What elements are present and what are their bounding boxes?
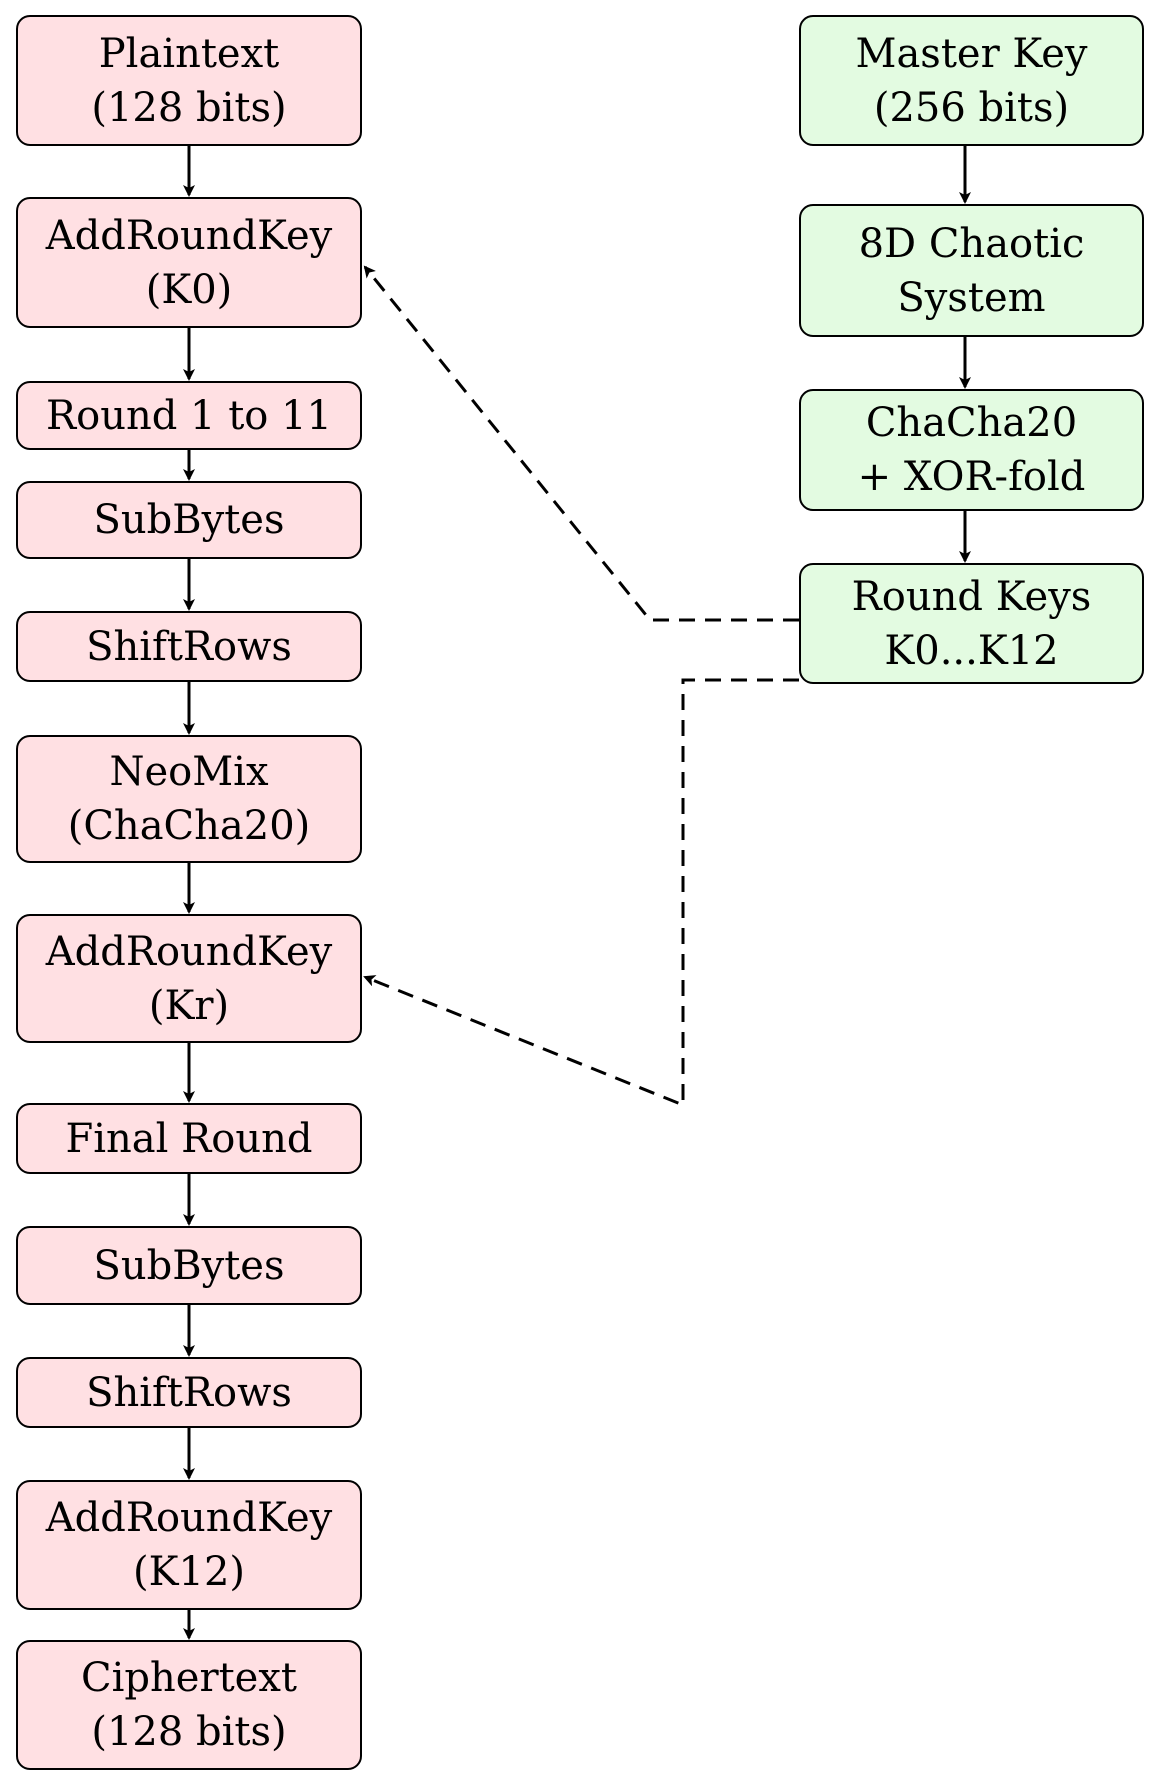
- add-round-key-kr-key: (Kr): [148, 982, 230, 1029]
- dashed-arrow-roundkeys-to-ark0: [363, 265, 799, 622]
- neomix-label: NeoMix: [109, 749, 269, 795]
- ciphertext-size: (128 bits): [91, 1709, 287, 1755]
- round-1-to-11-box: Round 1 to 11: [16, 381, 362, 450]
- chacha-xor-fold-box: ChaCha20 + XOR-fold: [799, 389, 1144, 511]
- final-round-label: Final Round: [65, 1115, 313, 1162]
- final-sub-bytes-box: SubBytes: [16, 1226, 362, 1305]
- master-key-box: Master Key (256 bits): [799, 15, 1144, 146]
- sub-bytes-label: SubBytes: [93, 497, 285, 543]
- ciphertext-box: Ciphertext (128 bits): [16, 1640, 362, 1770]
- plaintext-box: Plaintext (128 bits): [16, 15, 362, 146]
- add-round-key-k12-label: AddRoundKey: [45, 1495, 333, 1541]
- plaintext-label: Plaintext: [98, 30, 280, 77]
- chaotic-system-label-2: System: [897, 274, 1046, 321]
- sub-bytes-box: SubBytes: [16, 481, 362, 559]
- plaintext-size: (128 bits): [91, 84, 287, 131]
- shift-rows-box: ShiftRows: [16, 611, 362, 682]
- add-round-key-k0-box: AddRoundKey (K0): [16, 197, 362, 328]
- final-shift-rows-label: ShiftRows: [86, 1369, 292, 1416]
- shift-rows-label: ShiftRows: [86, 623, 292, 670]
- dashed-arrow-roundkeys-to-arkr: [363, 678, 799, 1108]
- chaotic-system-box: 8D Chaotic System: [799, 204, 1144, 337]
- add-round-key-k12-box: AddRoundKey (K12): [16, 1480, 362, 1610]
- key-injection-arrows: [363, 265, 799, 1108]
- neomix-subtitle: (ChaCha20): [67, 803, 311, 849]
- round-keys-label: Round Keys: [851, 573, 1092, 620]
- ciphertext-label: Ciphertext: [81, 1655, 297, 1701]
- add-round-key-k0-label: AddRoundKey: [45, 212, 333, 259]
- master-key-label: Master Key: [855, 30, 1088, 77]
- round-1-to-11-label: Round 1 to 11: [46, 392, 332, 439]
- xor-fold-label: + XOR-fold: [857, 454, 1086, 500]
- final-shift-rows-box: ShiftRows: [16, 1357, 362, 1428]
- add-round-key-kr-label: AddRoundKey: [45, 928, 333, 975]
- add-round-key-k0-key: (K0): [145, 266, 233, 313]
- final-round-box: Final Round: [16, 1103, 362, 1174]
- chacha-label: ChaCha20: [865, 400, 1078, 446]
- chaotic-system-label-1: 8D Chaotic: [858, 220, 1085, 267]
- add-round-key-kr-box: AddRoundKey (Kr): [16, 914, 362, 1043]
- round-keys-box: Round Keys K0...K12: [799, 563, 1144, 684]
- neomix-box: NeoMix (ChaCha20): [16, 735, 362, 863]
- final-sub-bytes-label: SubBytes: [93, 1242, 285, 1289]
- add-round-key-k12-key: (K12): [133, 1549, 245, 1595]
- master-key-size: (256 bits): [873, 84, 1070, 131]
- round-keys-range: K0...K12: [884, 627, 1059, 674]
